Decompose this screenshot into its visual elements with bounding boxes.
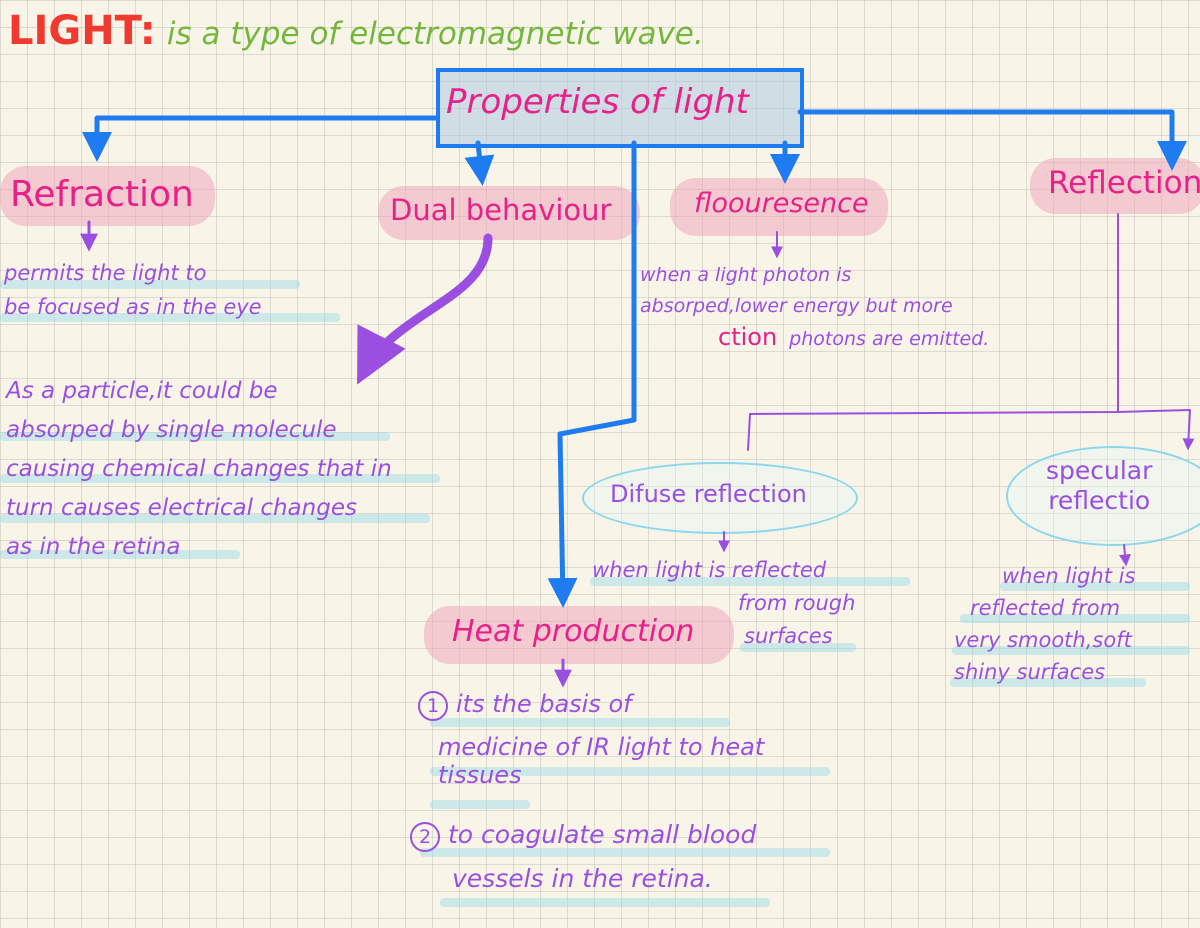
- root-node-label: Properties of light: [446, 82, 749, 122]
- heat-desc-highlight-4: [420, 848, 830, 857]
- heat-item-1-line: medicine of IR light to heat: [438, 733, 765, 761]
- heat-label: Heat production: [452, 614, 695, 649]
- dual-desc-line: as in the retina: [6, 534, 181, 560]
- dual-label: Dual behaviour: [390, 193, 612, 227]
- fluorescence-desc-line: ction photons are emitted.: [640, 322, 989, 355]
- heat-item-1-line: 1 its the basis of: [418, 690, 764, 721]
- refraction-description: permits the light to be focused as in th…: [4, 256, 262, 324]
- specular-label-line: reflectio: [1048, 486, 1151, 515]
- dual-desc-line: turn causes electrical changes: [6, 495, 357, 521]
- diffuse-desc-highlight-1: [590, 577, 910, 586]
- heat-item-1: 1 its the basis of medicine of IR light t…: [418, 690, 764, 789]
- fluorescence-fragment: ction: [718, 323, 778, 351]
- specular-desc-highlight-2: [960, 614, 1190, 623]
- title-definition: is a type of electromagnetic wave.: [166, 16, 704, 52]
- refraction-desc-line: permits the light to: [4, 261, 207, 285]
- heat-desc-highlight-3: [430, 800, 530, 809]
- heat-item-2-line: 2 to coagulate small blood: [410, 820, 756, 852]
- heat-item-2-line: vessels in the retina.: [452, 864, 713, 893]
- heat-item-2-text: to coagulate small blood: [448, 820, 757, 849]
- dual-desc-line: causing chemical changes that in: [6, 456, 392, 482]
- specular-description: when light is reflected from very smooth…: [954, 560, 1135, 688]
- heat-desc-highlight-2: [430, 767, 830, 776]
- root-node-box: [436, 68, 804, 148]
- specular-label: specular reflectio: [1046, 456, 1152, 516]
- specular-desc-highlight-3: [952, 646, 1190, 655]
- connector-dual-desc: [357, 233, 493, 385]
- diffuse-desc-highlight-2: [740, 643, 856, 652]
- heat-desc-highlight-5: [440, 898, 770, 907]
- refraction-highlight: [0, 166, 215, 226]
- diffuse-desc-line: when light is reflected: [592, 558, 827, 582]
- dual-desc-line: absorped by single molecule: [6, 417, 337, 443]
- connector-reflection-branch: [747, 409, 1190, 450]
- fluorescence-desc-text: photons are emitted.: [789, 328, 990, 350]
- diffuse-desc-line: from rough: [738, 591, 856, 615]
- heat-item-1-line: tissues: [438, 761, 522, 789]
- connector-root-refraction: [82, 115, 440, 162]
- title-keyword: LIGHT:: [8, 8, 156, 54]
- dual-desc-highlight-4: [0, 550, 240, 559]
- reflection-label: Reflection: [1048, 165, 1200, 201]
- specular-desc-highlight-4: [950, 678, 1146, 687]
- specular-label-line: specular: [1046, 456, 1153, 485]
- refraction-desc-line: be focused as in the eye: [4, 295, 262, 319]
- fluorescence-description: when a light photon is absorped,lower en…: [640, 260, 989, 355]
- dual-desc-line: As a particle,it could be: [6, 378, 278, 404]
- fluorescence-desc-line: when a light photon is: [640, 264, 852, 286]
- refraction-desc-highlight-2: [0, 313, 340, 322]
- fluorescence-desc-line: absorped,lower energy but more: [640, 295, 953, 317]
- dual-desc-highlight-1: [0, 432, 390, 441]
- heat-item-1-text: its the basis of: [456, 690, 632, 718]
- heat-highlight: [424, 606, 734, 664]
- refraction-desc-highlight-1: [0, 280, 300, 289]
- specular-desc-line: shiny surfaces: [954, 660, 1106, 684]
- fluorescence-highlight: [670, 178, 888, 236]
- refraction-label: Refraction: [10, 174, 194, 215]
- dual-description: As a particle,it could be absorped by si…: [6, 372, 392, 567]
- number-one-icon: 1: [418, 691, 448, 721]
- fluorescence-label: floouresence: [694, 188, 869, 219]
- heat-item-2: 2 to coagulate small blood vessels in the…: [410, 820, 756, 893]
- diffuse-label: Difuse reflection: [610, 480, 807, 508]
- specular-desc-line: reflected from: [970, 596, 1121, 620]
- diffuse-desc-line: surfaces: [744, 624, 833, 648]
- dual-desc-highlight-3: [0, 514, 430, 523]
- page-title: LIGHT: is a type of electromagnetic wave…: [8, 8, 704, 54]
- number-two-icon: 2: [410, 822, 440, 852]
- specular-desc-highlight-1: [1000, 582, 1190, 591]
- dual-desc-highlight-2: [0, 474, 440, 483]
- specular-desc-line: very smooth,soft: [954, 628, 1132, 652]
- connector-root-dual: [464, 140, 495, 186]
- specular-desc-line: when light is: [1002, 564, 1136, 588]
- heat-desc-highlight-1: [430, 718, 730, 727]
